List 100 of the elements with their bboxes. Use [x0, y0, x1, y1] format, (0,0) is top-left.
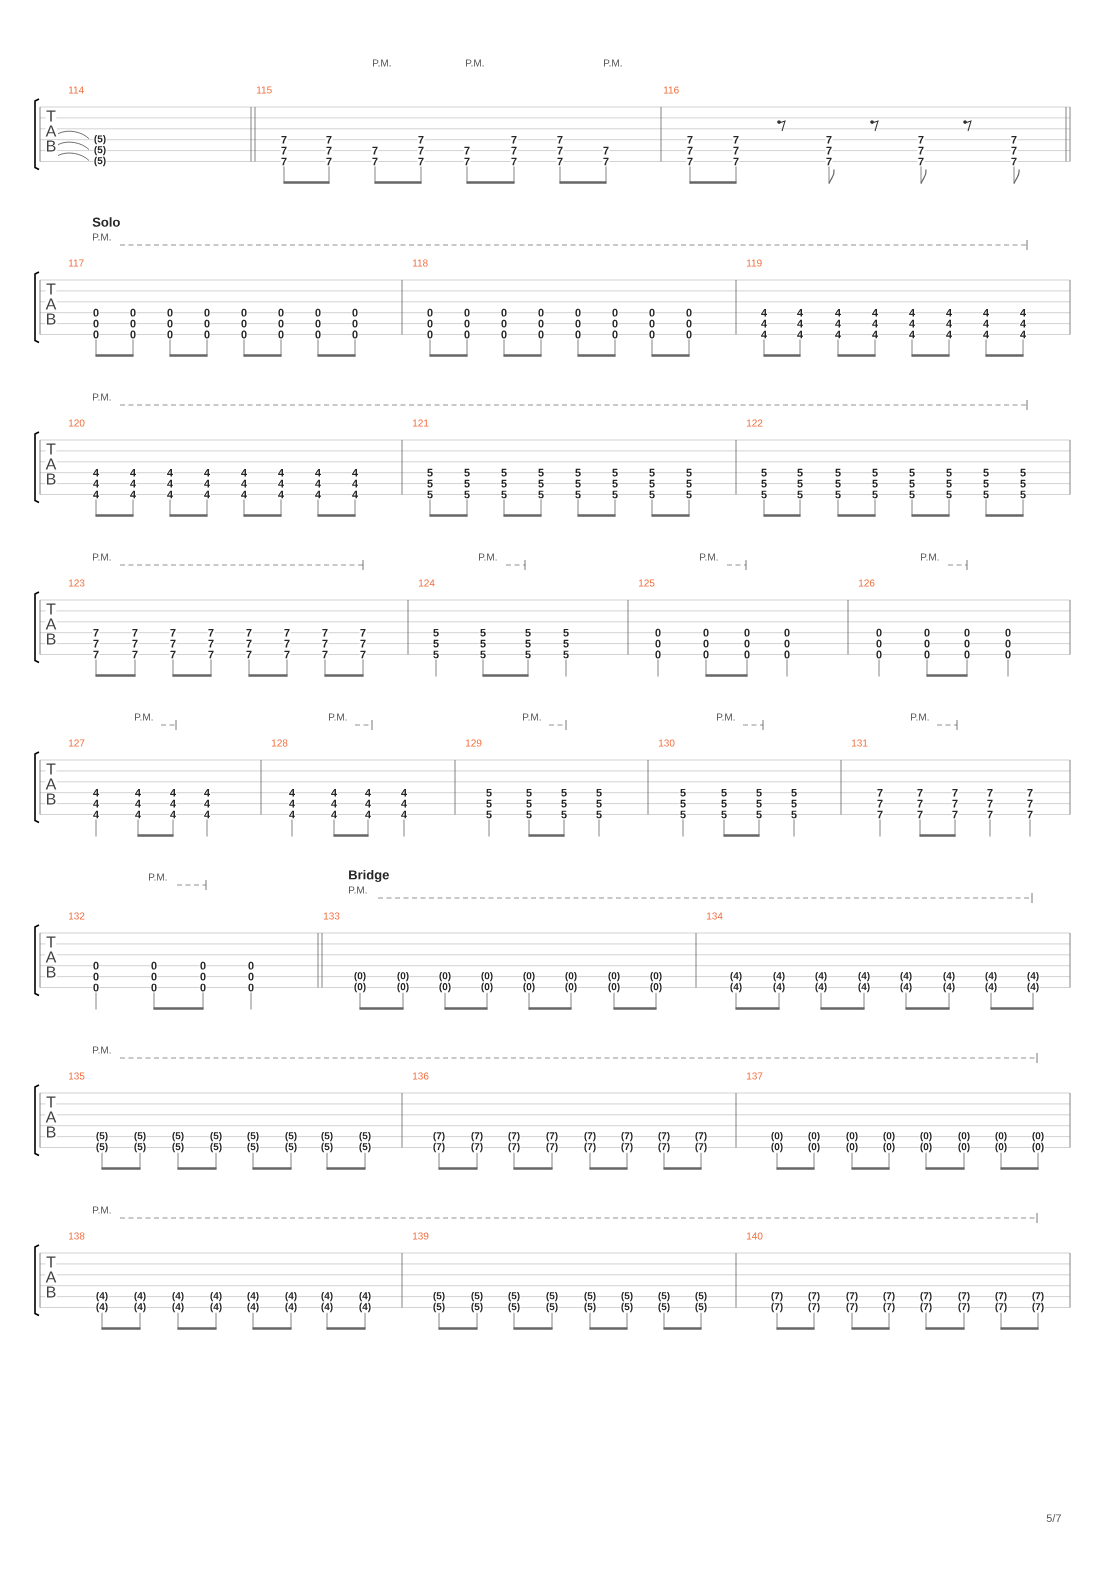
fret-number: (7)	[807, 1302, 821, 1313]
clef-letter: B	[45, 793, 57, 805]
fret-number: 4	[203, 799, 211, 808]
fret-number: 4	[982, 308, 990, 317]
fret-number: 7	[556, 157, 564, 166]
fret-number: 7	[1026, 799, 1034, 808]
fret-number: 5	[760, 468, 768, 477]
fret-number: 7	[825, 135, 833, 144]
fret-number: 4	[760, 308, 768, 317]
fret-number: (0)	[845, 1131, 859, 1142]
fret-number: 4	[1019, 308, 1027, 317]
fret-number: 5	[595, 799, 603, 808]
fret-number: 7	[169, 650, 177, 659]
fret-number: 7	[986, 788, 994, 797]
fret-number: 7	[951, 810, 959, 819]
fret-number: (7)	[882, 1291, 896, 1302]
fret-number: 5	[796, 490, 804, 499]
palm-mute-label: P.M.	[466, 59, 484, 67]
fret-number: 7	[951, 799, 959, 808]
measure-number: 122	[747, 419, 763, 427]
fret-number: (4)	[899, 982, 913, 993]
fret-number: 7	[283, 650, 291, 659]
fret-number: 0	[537, 319, 545, 328]
fret-number: 7	[1010, 157, 1018, 166]
fret-number: (7)	[882, 1302, 896, 1313]
fret-number: (4)	[171, 1291, 185, 1302]
fret-number: (4)	[857, 982, 871, 993]
fret-number: (0)	[438, 971, 452, 982]
fret-number: 4	[240, 490, 248, 499]
fret-number: 0	[199, 972, 207, 981]
fret-number: 5	[432, 650, 440, 659]
fret-number: 7	[463, 146, 471, 155]
fret-number: 0	[92, 961, 100, 970]
fret-number: (7)	[1031, 1291, 1045, 1302]
fret-number: 4	[169, 810, 177, 819]
fret-number: 5	[760, 479, 768, 488]
fret-number: 7	[325, 146, 333, 155]
fret-number: 5	[500, 479, 508, 488]
measure-number: 130	[659, 739, 675, 747]
fret-number: 7	[131, 639, 139, 648]
fret-number: 7	[876, 799, 884, 808]
clef-letter: B	[45, 313, 57, 325]
fret-number: 4	[834, 308, 842, 317]
fret-number: 5	[426, 490, 434, 499]
fret-number: 7	[207, 639, 215, 648]
fret-number: 5	[982, 479, 990, 488]
fret-number: (7)	[545, 1142, 559, 1153]
fret-number: 7	[321, 628, 329, 637]
fret-number: 7	[556, 135, 564, 144]
measure-number: 133	[323, 912, 340, 920]
fret-number: (7)	[432, 1131, 446, 1142]
fret-number: 5	[574, 468, 582, 477]
fret-number: (5)	[507, 1302, 521, 1313]
fret-number: 0	[500, 330, 508, 339]
fret-number: (5)	[320, 1131, 334, 1142]
fret-number: 5	[871, 479, 879, 488]
fret-number: (0)	[522, 971, 536, 982]
fret-number: (0)	[882, 1131, 896, 1142]
fret-number: (5)	[284, 1131, 298, 1142]
fret-number: 5	[648, 490, 656, 499]
fret-number: (4)	[772, 971, 786, 982]
fret-number: 0	[240, 319, 248, 328]
fret-number: 0	[203, 319, 211, 328]
fret-number: 7	[321, 650, 329, 659]
fret-number: (0)	[353, 971, 367, 982]
fret-number: (7)	[545, 1131, 559, 1142]
fret-number: (5)	[432, 1291, 446, 1302]
fret-number: (5)	[95, 1142, 109, 1153]
fret-number: (4)	[772, 982, 786, 993]
fret-number: 5	[560, 810, 568, 819]
fret-number: 0	[654, 628, 662, 637]
fret-number: (5)	[432, 1302, 446, 1313]
fret-number: (4)	[133, 1302, 147, 1313]
fret-number: 7	[245, 628, 253, 637]
fret-number: 0	[1004, 639, 1012, 648]
fret-number: 4	[240, 479, 248, 488]
clef-letter: B	[45, 1126, 57, 1138]
fret-number: (4)	[358, 1291, 372, 1302]
fret-number: 0	[199, 961, 207, 970]
fret-number: (5)	[694, 1291, 708, 1302]
fret-number: 4	[288, 810, 296, 819]
fret-number: (0)	[994, 1142, 1008, 1153]
palm-mute-label: P.M.	[93, 1046, 111, 1054]
fret-number: 7	[986, 799, 994, 808]
fret-number: (4)	[899, 971, 913, 982]
fret-number: (4)	[729, 982, 743, 993]
fret-number: (4)	[1026, 971, 1040, 982]
fret-number: 7	[1026, 788, 1034, 797]
measure-number: 115	[256, 86, 272, 94]
fret-number: 0	[648, 330, 656, 339]
fret-number: (5)	[171, 1142, 185, 1153]
fret-number: (5)	[93, 145, 107, 156]
fret-number: 7	[732, 157, 740, 166]
fret-number: 7	[732, 135, 740, 144]
fret-number: (0)	[607, 982, 621, 993]
fret-number: (4)	[284, 1302, 298, 1313]
fret-number: 0	[963, 639, 971, 648]
clef-letter: B	[45, 473, 57, 485]
fret-number: 4	[796, 308, 804, 317]
fret-number: 0	[166, 319, 174, 328]
